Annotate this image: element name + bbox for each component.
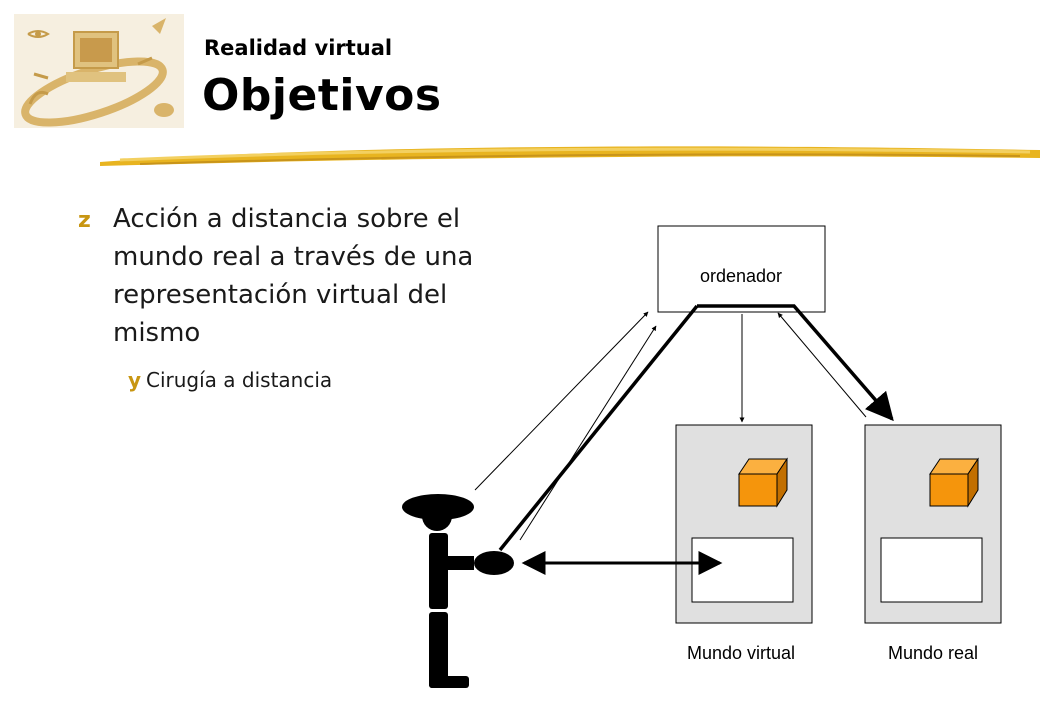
slide-subtitle: Realidad virtual <box>204 36 393 60</box>
bullet-line: mundo real a través de una <box>113 242 474 272</box>
main-bullet: z Acción a distancia sobre el mundo real… <box>78 200 578 352</box>
real-world-panel <box>864 424 1002 624</box>
slide-title: Objetivos <box>202 70 442 121</box>
sub-bullet-text: Cirugía a distancia <box>146 368 333 392</box>
virtual-world-panel <box>675 424 813 624</box>
brush-stroke-divider <box>100 146 1040 166</box>
sub-bullet-marker: y <box>128 368 142 392</box>
hand-to-computer-arrow <box>519 325 657 541</box>
real-to-computer-arrow <box>777 312 867 418</box>
virtual-cube-icon <box>738 457 788 508</box>
real-cube-icon <box>929 457 979 508</box>
virtual-world-label: Mundo virtual <box>687 643 795 663</box>
operator-figure-icon <box>402 494 514 688</box>
computer-box <box>657 225 826 313</box>
eye-to-computer-arrow <box>474 311 649 491</box>
bullet-marker: z <box>78 208 91 233</box>
real-world-label: Mundo real <box>888 643 978 663</box>
computer-label: ordenador <box>700 266 782 286</box>
bullet-line: representación virtual del <box>113 280 448 310</box>
bullet-line: mismo <box>113 318 201 348</box>
computer-to-hand-arrow <box>498 304 699 552</box>
logo-image <box>14 14 184 128</box>
computer-to-real-arrow <box>697 304 894 422</box>
bullet-line: Acción a distancia sobre el <box>113 204 461 234</box>
